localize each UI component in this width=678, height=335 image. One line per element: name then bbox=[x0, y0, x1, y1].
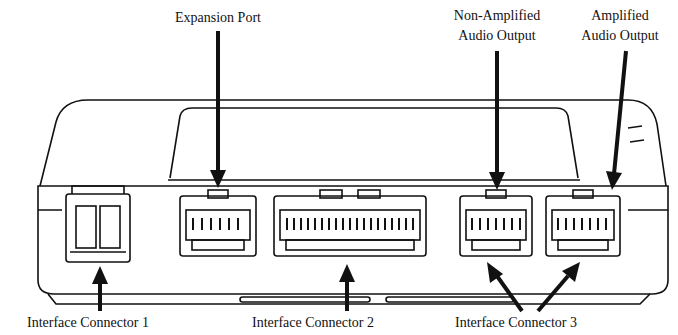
audio-connector bbox=[460, 190, 532, 256]
connector-1 bbox=[66, 186, 130, 262]
expansion-port bbox=[180, 190, 256, 256]
part-label: Interface Connector 2 bbox=[227, 313, 399, 333]
top-recess bbox=[170, 108, 578, 178]
leader-arrows bbox=[92, 31, 626, 311]
part-label: Expansion Port bbox=[148, 8, 288, 28]
recess-edge bbox=[168, 179, 580, 181]
base-slot bbox=[386, 297, 514, 302]
housing-top bbox=[40, 100, 666, 186]
part-label: Amplified Audio Output bbox=[575, 6, 665, 46]
part-label: Interface Connector 3 bbox=[430, 313, 602, 333]
connector-2 bbox=[274, 190, 426, 256]
part-label: Non-Amplified Audio Output bbox=[447, 6, 547, 46]
audio-connector bbox=[546, 190, 620, 256]
indicator-marks bbox=[628, 126, 644, 142]
housing-front bbox=[38, 186, 668, 294]
base-slot bbox=[240, 297, 370, 302]
part-label: Interface Connector 1 bbox=[2, 313, 174, 333]
